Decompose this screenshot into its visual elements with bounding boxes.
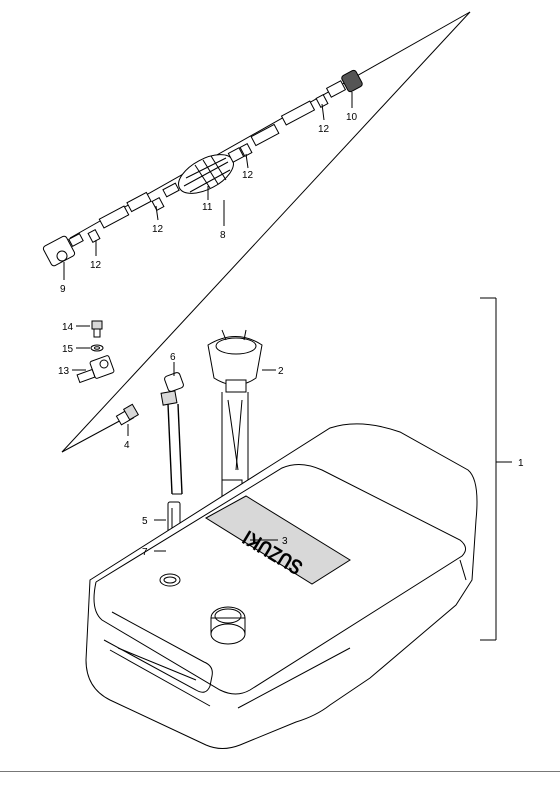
callout-7: 7 bbox=[142, 547, 148, 558]
hose-clip bbox=[239, 143, 253, 157]
fuel-joint-parts bbox=[76, 320, 140, 426]
callout-12-connector: 12 bbox=[90, 260, 102, 271]
callout-labels: 1 2 3 4 5 6 7 8 9 10 11 12 12 12 12 13 1… bbox=[58, 112, 524, 558]
hose-clip bbox=[315, 94, 329, 108]
callout-13: 13 bbox=[58, 366, 70, 377]
callout-9: 9 bbox=[60, 284, 66, 295]
callout-4: 4 bbox=[124, 440, 130, 451]
bolt-shank bbox=[93, 328, 101, 338]
callout-12-upper: 12 bbox=[318, 124, 330, 135]
hose-segment bbox=[98, 205, 130, 229]
primer-bulb bbox=[178, 147, 245, 194]
tank-assembly-bracket bbox=[480, 297, 512, 641]
callout-10: 10 bbox=[346, 112, 358, 123]
callout-11: 11 bbox=[202, 202, 213, 213]
hose-clip bbox=[87, 229, 101, 243]
fuel-joint bbox=[76, 355, 115, 384]
hose-clip bbox=[151, 197, 165, 211]
hose-segment bbox=[280, 100, 316, 126]
callout-15: 15 bbox=[62, 344, 74, 355]
fuel-pickup-tube bbox=[160, 372, 184, 495]
fuel-hose-assembly bbox=[42, 69, 363, 267]
fuel-fitting bbox=[115, 403, 140, 426]
callout-14: 14 bbox=[62, 322, 74, 333]
fuel-tank: SUZUKI bbox=[85, 423, 478, 749]
callout-3: 3 bbox=[282, 536, 288, 547]
washer bbox=[90, 344, 104, 352]
hose-segment bbox=[250, 123, 280, 147]
hose-segment bbox=[162, 182, 180, 198]
callout-1: 1 bbox=[518, 458, 524, 469]
callout-8: 8 bbox=[220, 230, 226, 241]
callout-5: 5 bbox=[142, 516, 148, 527]
hose-segment bbox=[126, 191, 152, 213]
fuel-gauge bbox=[207, 329, 263, 499]
leader-lines bbox=[63, 92, 353, 552]
callout-6: 6 bbox=[170, 352, 176, 363]
tank-side-connector bbox=[325, 69, 363, 98]
callout-2: 2 bbox=[278, 366, 284, 377]
callout-12-middle: 12 bbox=[242, 170, 254, 181]
callout-12-lower: 12 bbox=[152, 224, 164, 235]
bolt bbox=[91, 320, 103, 330]
engine-side-connector bbox=[42, 232, 84, 267]
fuel-line-assembly-outline bbox=[61, 11, 471, 453]
footer-divider bbox=[0, 771, 560, 772]
